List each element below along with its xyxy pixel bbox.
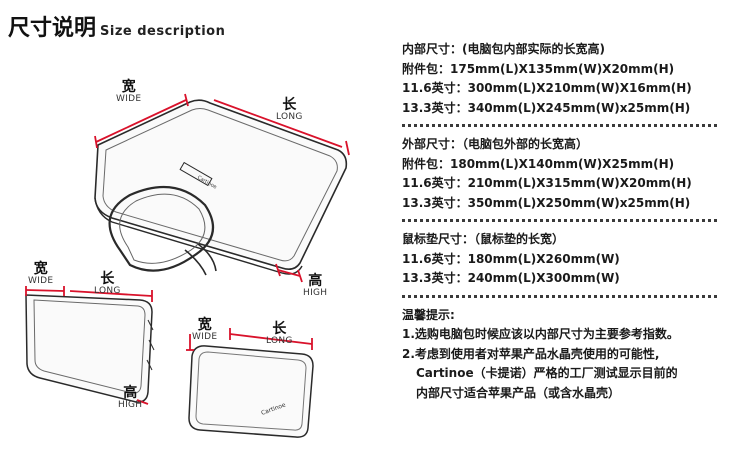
outer-dimensions: 外部尺寸：（电脑包外部的长宽高） 附件包：180mm(L)X140mm(W)X2…: [402, 135, 747, 213]
mousepad-drawing: Cartinoe: [188, 345, 314, 438]
tips-row: Cartinoe（卡提诺）严格的工厂测试显示目前的: [416, 366, 678, 380]
product-illustrations: Cartinoe Cartinoe 宽: [0, 40, 400, 450]
outer-title: 外部尺寸：（电脑包外部的长宽高）: [402, 137, 589, 151]
mousepad-row: 13.3英寸：240mm(L)X300mm(W): [402, 271, 620, 285]
dotted-divider: [402, 124, 717, 127]
mousepad-title: 鼠标垫尺寸：（鼠标垫的长宽）: [402, 232, 565, 246]
inner-row: 13.3英寸：340mm(L)X245mm(W)x25mm(H): [402, 100, 691, 115]
mousepad-dimensions: [186, 328, 313, 351]
mousepad-dimensions: 鼠标垫尺寸：（鼠标垫的长宽） 11.6英寸：180mm(L)X260mm(W) …: [402, 230, 747, 289]
outer-row: 11.6英寸：210mm(L)X315mm(W)X20mm(H): [402, 176, 692, 190]
bag-drawings: Cartinoe Cartinoe: [25, 93, 350, 438]
outer-row: 13.3英寸：350mm(L)X250mm(W)x25mm(H): [402, 195, 691, 210]
tips-title: 温馨提示:: [402, 307, 455, 322]
sleeve-dimensions: [25, 286, 153, 405]
dotted-divider: [402, 219, 717, 222]
tips-row: 2.考虑到使用者对苹果产品水晶壳使用的可能性,: [402, 346, 660, 361]
laptop-bag-dimensions: [94, 93, 350, 283]
tips-row: 内部尺寸适合苹果产品（或含水晶壳）: [416, 385, 621, 400]
mousepad-row: 11.6英寸：180mm(L)X260mm(W): [402, 251, 620, 266]
inner-row: 11.6英寸：300mm(L)X210mm(W)X16mm(H): [402, 81, 692, 95]
inner-title: 内部尺寸：(电脑包内部实际的长宽高): [402, 42, 605, 56]
tips-row: 1.选购电脑包时候应该以内部尺寸为主要参考指数。: [402, 327, 679, 341]
inner-row: 附件包：175mm(L)X135mm(W)X20mm(H): [402, 61, 675, 76]
size-specs: 内部尺寸：(电脑包内部实际的长宽高) 附件包：175mm(L)X135mm(W)…: [402, 40, 747, 403]
title-chinese: 尺寸说明: [8, 16, 97, 41]
title-english: Size description: [100, 24, 226, 39]
tips: 温馨提示: 1.选购电脑包时候应该以内部尺寸为主要参考指数。 2.考虑到使用者对…: [402, 306, 747, 404]
inner-dimensions: 内部尺寸：(电脑包内部实际的长宽高) 附件包：175mm(L)X135mm(W)…: [402, 40, 747, 118]
sleeve-drawing: [25, 294, 155, 403]
dotted-divider: [402, 294, 717, 298]
laptop-bag-drawing: [94, 99, 348, 276]
outer-row: 附件包：180mm(L)X140mm(W)X25mm(H): [402, 156, 675, 171]
